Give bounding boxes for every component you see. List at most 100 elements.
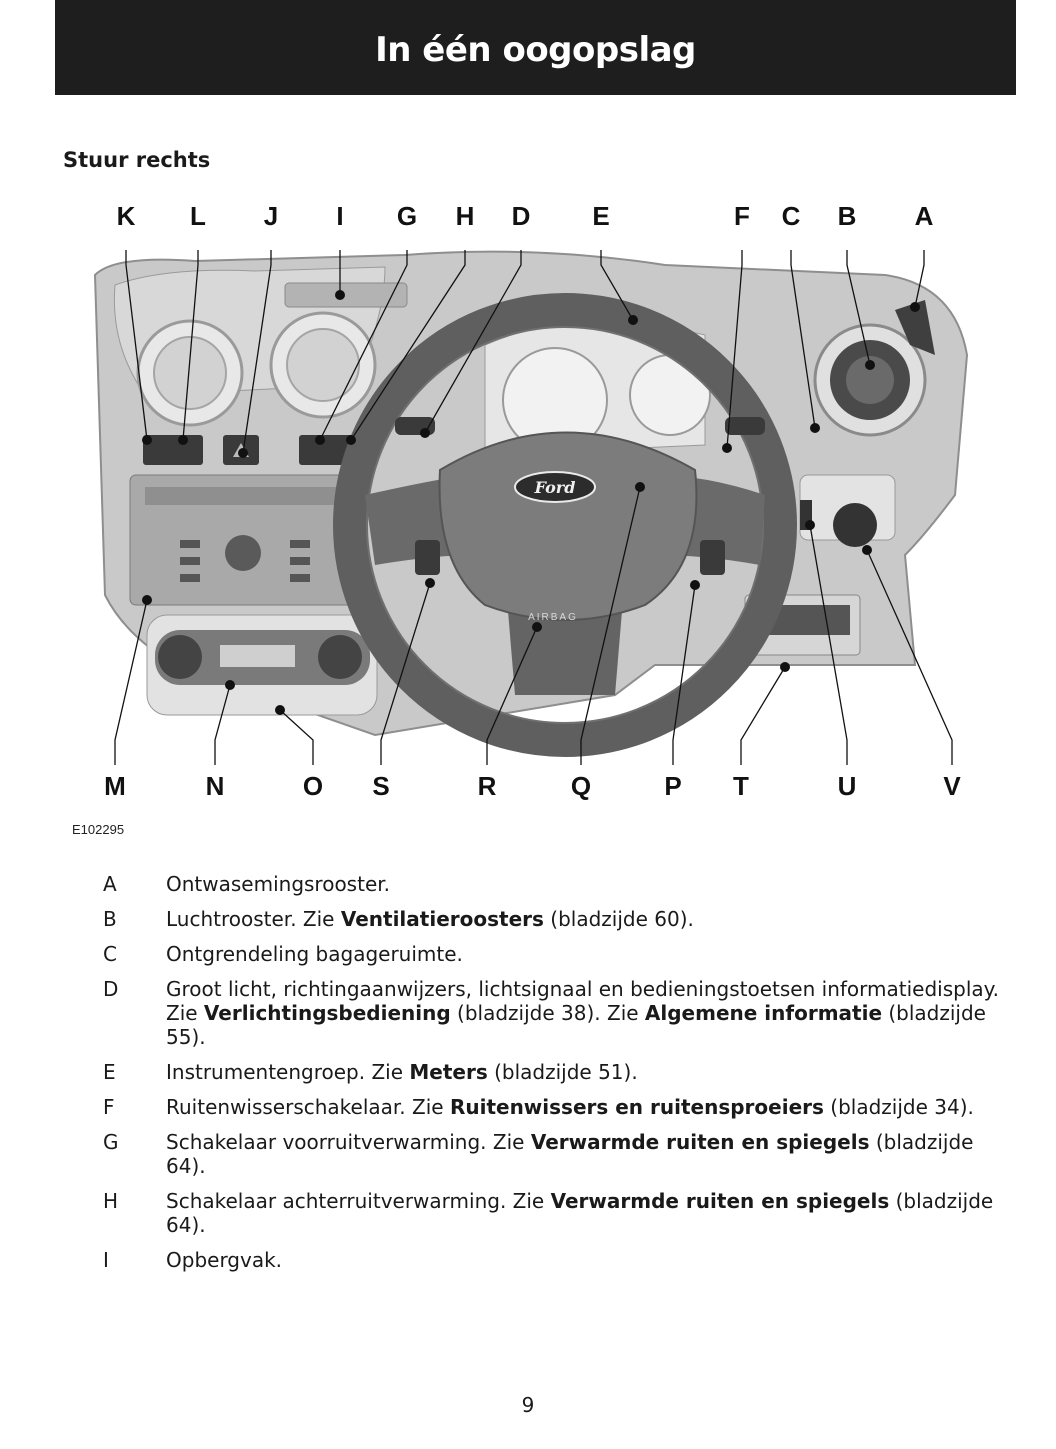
callout-label-v: V xyxy=(943,771,961,801)
callout-line-u xyxy=(809,524,848,765)
callout-line-n xyxy=(214,684,231,765)
callout-dot-o xyxy=(275,705,285,715)
cross-reference: Verwarmde ruiten en spiegels xyxy=(550,1189,890,1213)
legend-key: F xyxy=(103,1095,115,1119)
callout-label-t: T xyxy=(733,771,749,801)
description-text: (bladzijde 55). xyxy=(166,1001,986,1049)
legend-description: Instrumentengroep. Zie Meters (bladzijde… xyxy=(166,1060,1010,1084)
callout-label-k: K xyxy=(117,201,136,231)
callout-label-q: Q xyxy=(571,771,591,801)
legend-item-h: H Schakelaar achterruitverwarming. Zie Ve… xyxy=(100,1189,1010,1237)
callout-line-e xyxy=(600,250,634,321)
callout-line-s xyxy=(380,582,431,765)
callout-line-r xyxy=(486,626,538,765)
legend-item-i: I Opbergvak. xyxy=(100,1248,1010,1272)
callout-label-j: J xyxy=(264,201,278,231)
callout-label-d: D xyxy=(512,201,531,231)
callout-dot-p xyxy=(690,580,700,590)
legend-item-a: A Ontwasemingsrooster. xyxy=(100,872,1010,896)
callout-dot-i xyxy=(335,290,345,300)
callout-line-a xyxy=(914,250,925,308)
callout-line-p xyxy=(672,584,696,765)
page-number: 9 xyxy=(521,1393,535,1417)
callout-dot-a xyxy=(910,302,920,312)
legend-description: Ontgrendeling bagageruimte. xyxy=(166,942,1010,966)
ford-logo-text: Ford xyxy=(534,478,576,497)
legend-key: A xyxy=(103,872,117,896)
description-text: (bladzijde 38). Zie xyxy=(450,1001,645,1025)
callout-line-l xyxy=(182,250,199,441)
callout-line-k xyxy=(125,250,148,441)
description-text: Instrumentengroep. Zie xyxy=(166,1060,410,1084)
cross-reference: Ventilatieroosters xyxy=(340,907,544,931)
cross-reference: Meters xyxy=(409,1060,488,1084)
section-title: Stuur rechts xyxy=(63,148,211,172)
callout-dot-h xyxy=(346,435,356,445)
callout-line-o xyxy=(279,709,314,765)
callout-lines xyxy=(114,250,953,765)
callout-dot-r xyxy=(532,622,542,632)
description-text: Schakelaar achterruitverwarming. Zie xyxy=(166,1189,551,1213)
legend-description: Opbergvak. xyxy=(166,1248,1010,1272)
description-text: Ruitenwisserschakelaar. Zie xyxy=(166,1095,450,1119)
callout-line-m xyxy=(114,599,148,765)
callout-dot-j xyxy=(238,448,248,458)
callout-line-g xyxy=(319,250,408,441)
callout-line-b xyxy=(846,250,871,366)
callout-line-h xyxy=(350,250,466,441)
callout-label-p: P xyxy=(664,771,681,801)
legend-key: H xyxy=(103,1189,119,1213)
callout-label-c: C xyxy=(782,201,801,231)
callout-line-j xyxy=(242,250,272,454)
callout-label-b: B xyxy=(838,201,857,231)
callout-label-i: I xyxy=(336,201,343,231)
cross-reference: Algemene informatie xyxy=(644,1001,883,1025)
callout-dot-f xyxy=(722,443,732,453)
airbag-text: AIRBAG xyxy=(528,612,578,623)
description-text: Opbergvak. xyxy=(166,1248,283,1272)
callout-label-l: L xyxy=(190,201,206,231)
description-text: Luchtrooster. Zie xyxy=(166,907,341,931)
callout-label-m: M xyxy=(104,771,126,801)
callout-label-e: E xyxy=(592,201,609,231)
callout-dot-e xyxy=(628,315,638,325)
legend-key: B xyxy=(103,907,117,931)
page-title: In één oogopslag xyxy=(375,29,696,70)
callout-label-o: O xyxy=(303,771,323,801)
callout-line-d xyxy=(424,250,522,434)
callout-line-t xyxy=(740,666,786,765)
description-text: (bladzijde 60). xyxy=(543,907,694,931)
description-text: Ontwasemingsrooster. xyxy=(166,872,390,896)
callout-dot-m xyxy=(142,595,152,605)
description-text: (bladzijde 64). xyxy=(166,1130,974,1178)
callout-line-f xyxy=(726,250,743,449)
callout-dot-g xyxy=(315,435,325,445)
legend-item-d: D Groot licht, richtingaanwijzers, lichts… xyxy=(100,977,1010,1049)
callout-dot-l xyxy=(178,435,188,445)
callout-dot-d xyxy=(420,428,430,438)
legend-key: I xyxy=(103,1248,109,1272)
callout-label-f: F xyxy=(734,201,750,231)
callout-dot-n xyxy=(225,680,235,690)
legend-item-b: B Luchtrooster. Zie Ventilatieroosters (b… xyxy=(100,907,1010,931)
legend-description: Ontwasemingsrooster. xyxy=(166,872,1010,896)
callout-dot-q xyxy=(635,482,645,492)
callout-line-v xyxy=(866,549,953,765)
callout-dot-u xyxy=(805,520,815,530)
callout-dot-s xyxy=(425,578,435,588)
legend-list: A Ontwasemingsrooster. B Luchtrooster. Zie … xyxy=(100,872,1010,1283)
callout-label-h: H xyxy=(456,201,475,231)
dashboard-drawing: Ford AIRBAG xyxy=(93,250,969,757)
legend-key: D xyxy=(103,977,119,1001)
description-text: (bladzijde 51). xyxy=(487,1060,638,1084)
legend-description: Schakelaar voorruitverwarming. Zie Verwa… xyxy=(166,1130,1010,1178)
legend-description: Groot licht, richtingaanwijzers, lichtsi… xyxy=(166,977,1010,1049)
